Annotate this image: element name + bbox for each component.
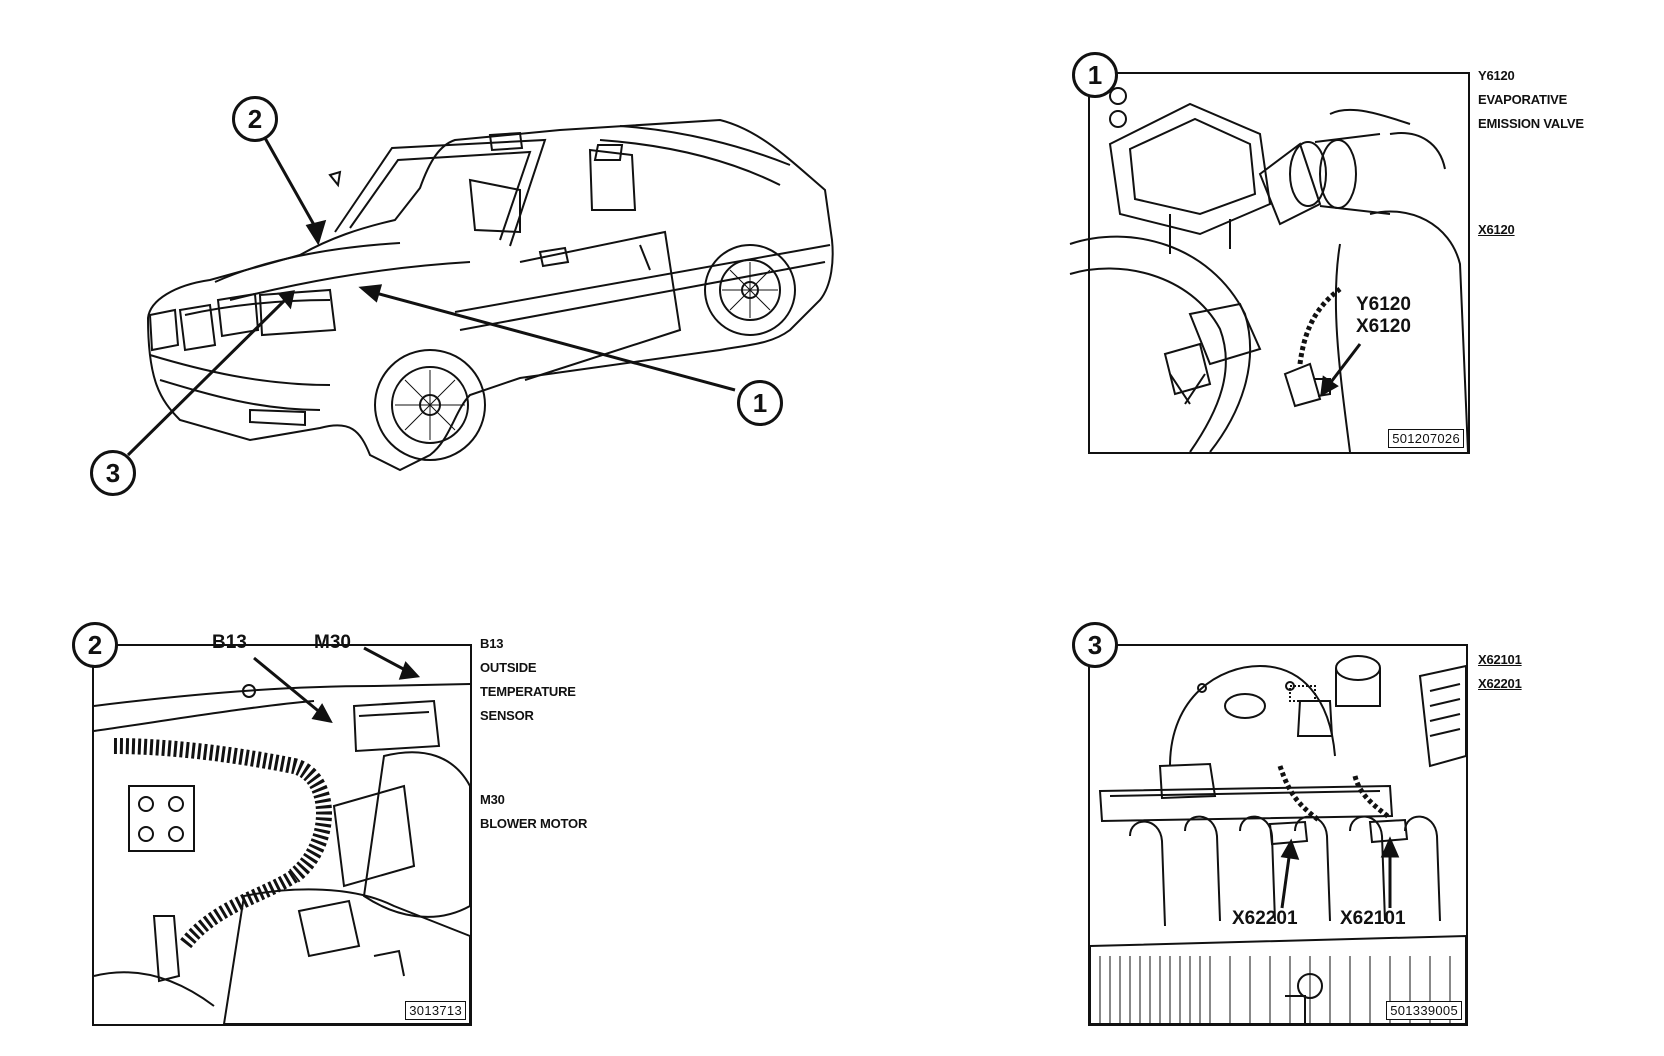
- panel-1-component-code: Y6120: [1478, 68, 1515, 83]
- panel-2-sensor-labels: B13 OUTSIDE TEMPERATURE SENSOR: [480, 632, 576, 728]
- panel-1-side-labels: Y6120 EVAPORATIVE EMISSION VALVE: [1478, 64, 1584, 136]
- panel-2-blower-view: B13 M30 3013713: [92, 632, 472, 1026]
- overview-callout-3: 3: [90, 450, 136, 496]
- panel-3-figure-id: 501339005: [1386, 1001, 1462, 1020]
- panel-3-intake-view: X62201 X62101 501339005: [1088, 644, 1468, 1026]
- panel-3-engine-drawing: [1089, 655, 1467, 1025]
- panel-1-connector-code: X6120: [1478, 222, 1515, 237]
- panel-2-callout: 2: [72, 622, 118, 668]
- panel-2-motor-code: M30: [480, 792, 505, 807]
- panel-2-motor-name: BLOWER MOTOR: [480, 816, 588, 831]
- panel-3-label-x62101: X62101: [1340, 908, 1406, 929]
- panel-3-side-label-x62201: X62201: [1478, 676, 1522, 691]
- panel-1-component-name-line-1: EVAPORATIVE: [1478, 92, 1568, 107]
- panel-1-evap-valve-view: Y6120 X6120 501207026: [1069, 72, 1470, 454]
- panel-2-engine-drawing: [93, 646, 471, 1025]
- panel-1-label-x6120: X6120: [1356, 316, 1411, 337]
- panel-2-motor-labels: M30 BLOWER MOTOR: [480, 788, 587, 836]
- panel-2-figure-id: 3013713: [405, 1001, 466, 1020]
- panel-3-label-x62201: X62201: [1232, 908, 1298, 929]
- panel-2-label-b13: B13: [212, 632, 247, 653]
- panel-3-side-labels: X62101 X62201: [1478, 648, 1522, 696]
- panel-1-label-y6120: Y6120: [1356, 294, 1411, 315]
- overview-callout-2: 2: [232, 96, 278, 142]
- panel-3-callout: 3: [1072, 622, 1118, 668]
- panel-3-side-label-x62101: X62101: [1478, 652, 1522, 667]
- overview-callout-1: 1: [737, 380, 783, 426]
- panel-2-sensor-code: B13: [480, 636, 504, 651]
- panel-1-figure-id: 501207026: [1388, 429, 1464, 448]
- panel-2-sensor-name-line-2: TEMPERATURE: [480, 684, 576, 699]
- panel-2-sensor-name-line-1: OUTSIDE: [480, 660, 537, 675]
- panel-2-sensor-name-line-3: SENSOR: [480, 708, 534, 723]
- panel-1-component-name-line-2: EMISSION VALVE: [1478, 116, 1584, 131]
- panel-1-engine-drawing: [1069, 87, 1469, 453]
- panel-2-label-m30: M30: [314, 632, 351, 653]
- panel-1-callout: 1: [1072, 52, 1118, 98]
